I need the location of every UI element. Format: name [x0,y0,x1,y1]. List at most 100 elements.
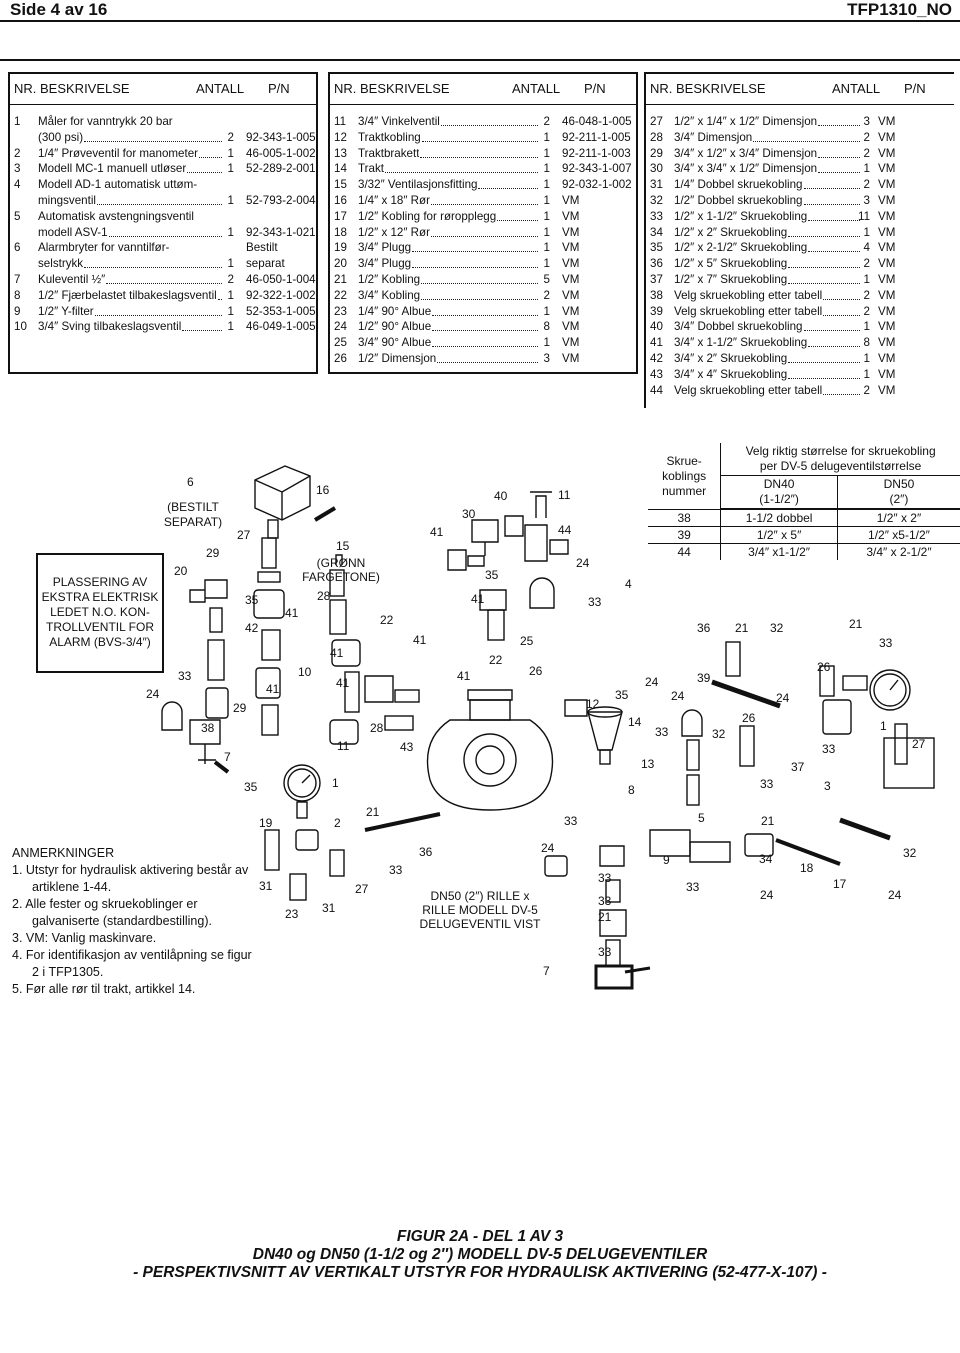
part-pn: 92-343-1-005 [246,130,316,144]
part-quantity: 1 [863,272,870,286]
part-pn: VM [562,257,580,271]
callout-number: 21 [849,617,863,631]
caption-line-2: DN40 og DN50 (1-1/2 og 2″) MODELL DV-5 D… [252,1246,708,1263]
alarm-switch-icon [254,465,311,521]
part-quantity: 1 [543,241,550,255]
leader-dots [437,351,538,363]
part-quantity: 11 [858,209,871,223]
part-pn: Bestilt [246,241,278,255]
callout-number: 5 [698,811,705,825]
part-quantity: 2 [227,130,234,144]
leader-dots [818,146,860,158]
callout-number: 9 [663,853,670,867]
callout-number: 21 [735,621,749,635]
part-number: 22 [334,288,347,302]
part-number: 5 [14,209,21,223]
leader-dots [106,272,222,284]
part-description: 1/2″ x 5″ Skruekobling [674,257,788,271]
leader-dots [823,304,860,316]
part-description: 3/4″ Sving tilbakeslagsventil [38,320,182,334]
part-number: 16 [334,193,347,207]
part-pn: 46-048-1-005 [562,115,632,128]
callout-number: 39 [697,671,711,685]
callout-number: 21 [761,814,775,828]
head-line: nummer [662,483,707,498]
part-number: 37 [650,272,663,286]
part-pn: 92-032-1-002 [562,178,632,192]
part-quantity: 1 [227,162,234,176]
part-quantity: 2 [227,272,234,286]
gronn-fargetone-label: (GRØNN FARGETONE) [298,556,384,584]
header-desc: BESKRIVELSE [40,81,130,96]
callout-number: 29 [233,701,247,715]
part-number: 14 [334,162,347,176]
part-description: 1/2″ x 1/4″ x 1/2″ Dimensjon [674,115,818,128]
caption-line-3: - PERSPEKTIVSNITT AV VERTIKALT UTSTYR FO… [133,1264,827,1281]
gronn-line: (GRØNN [316,556,366,570]
part-quantity: 1 [543,162,550,176]
notes-title: ANMERKNINGER [12,846,115,860]
part-quantity: 3 [543,351,550,365]
part-description: 3/4″ Dobbel skruekobling [674,320,803,334]
part-quantity: 1 [543,225,550,239]
note-item: 4. For identifikasjon av ventilåpning se… [12,948,252,979]
part-pn: 52-289-2-001 [246,162,316,176]
warn-line: PLASSERING AV [52,575,148,589]
leader-dots [788,367,860,379]
part-number: 36 [650,257,663,271]
callout-number: 41 [336,676,350,690]
callout-number: 11 [558,488,571,502]
bestilt-separat-label: (BESTILT SEPARAT) [158,500,228,530]
callout-number: 41 [285,606,299,620]
part-description: 3/4″ Plugg [358,257,412,271]
table-row: 38 1-1/2 dobbel 1/2″ x 2″ [648,509,960,527]
part-description: 1/4″ 90° Albue [358,304,432,318]
part-description: 1/2″ x 2″ Skruekobling [674,225,788,239]
part-quantity: 8 [863,336,870,350]
leader-dots [432,304,538,316]
manual-release-icon [883,737,935,789]
callout-number: 33 [655,725,669,739]
callout-number: 24 [760,888,774,902]
gronn-line: FARGETONE) [302,570,380,584]
callout-number: 35 [615,688,629,702]
callout-number: 33 [598,945,612,959]
callout-number: 44 [558,523,572,537]
callout-number: 8 [628,783,635,797]
leader-dots [818,161,860,174]
head-line: per DV-5 delugeventilstørrelse [759,459,922,473]
skrue-head-right: Velg riktig størrelse for skruekobling p… [720,443,960,476]
part-number: 25 [334,336,347,350]
callout-number: 22 [380,613,394,627]
callout-number: 41 [430,525,444,539]
part-number: 29 [650,146,663,160]
note-item: 3. VM: Vanlig maskinvare. [12,931,157,945]
leader-dots [788,272,860,284]
part-number: 24 [334,320,347,334]
callout-number: 33 [564,814,578,828]
part-number: 19 [334,241,347,255]
pressure-gauge-icon-2 [869,669,911,711]
part-quantity: 4 [863,241,870,255]
callout-number: 14 [628,715,642,729]
callout-number: 40 [494,489,508,503]
part-quantity: 3 [863,115,870,128]
part-number: 26 [334,351,347,365]
head-line: Skrue- [666,453,702,468]
cell: 1/2″ x 5″ [720,526,838,544]
rille-line: DELUGEVENTIL VIST [419,917,541,931]
callout-number: 41 [457,669,471,683]
leader-dots [84,130,222,142]
callout-number: 42 [245,621,259,635]
part-description: Måler for vanntrykk 20 bar [38,115,173,128]
part-description: 1/2″ Fjærbelastet tilbakeslagsventil [38,288,217,302]
part-number: 3 [14,162,21,176]
